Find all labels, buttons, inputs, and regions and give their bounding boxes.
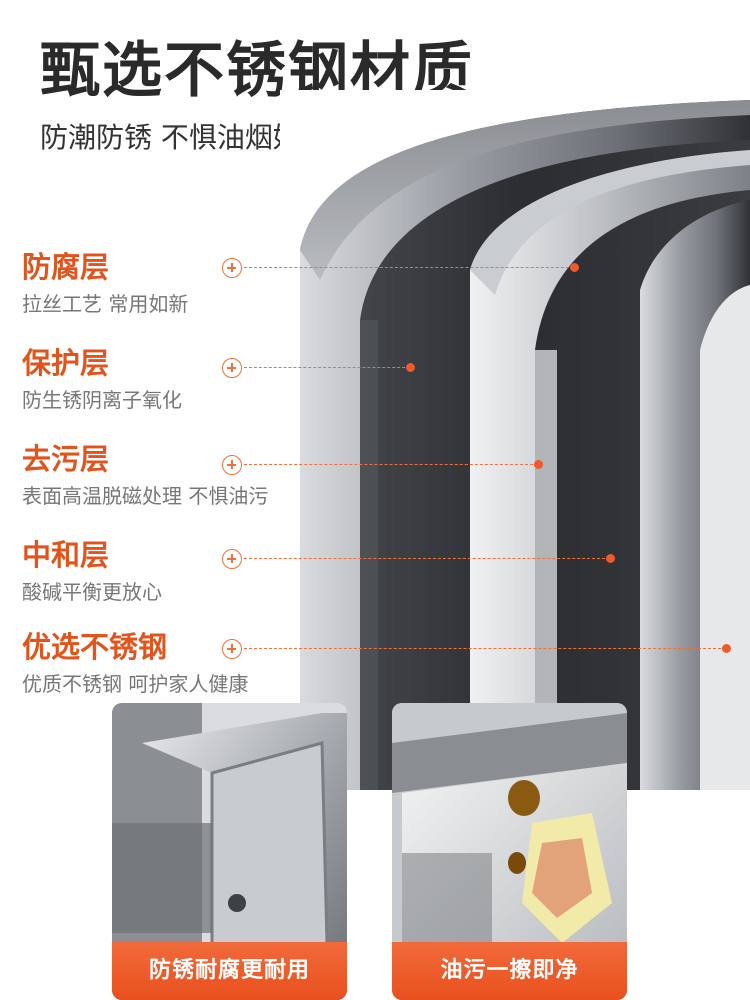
layer-anticorrosion: 防腐层 拉丝工艺 常用如新 bbox=[22, 250, 322, 317]
rust-resistant-photo: 防锈耐腐更耐用 bbox=[112, 703, 347, 1000]
leader-line bbox=[244, 648, 726, 649]
photo-caption: 防锈耐腐更耐用 bbox=[112, 942, 347, 1000]
leader-dot bbox=[534, 460, 543, 469]
layer-description: 酸碱平衡更放心 bbox=[22, 580, 162, 604]
leader-line bbox=[244, 367, 410, 368]
plus-circle-icon bbox=[222, 639, 242, 659]
plus-circle-icon bbox=[222, 258, 242, 278]
leader-dot bbox=[406, 363, 415, 372]
layer-title: 保护层 bbox=[22, 346, 110, 380]
layer-decontamination: 去污层 表面高温脱磁处理 不惧油污 bbox=[22, 442, 322, 509]
leader-line bbox=[244, 464, 538, 465]
layer-description: 拉丝工艺 常用如新 bbox=[22, 292, 189, 316]
plus-circle-icon bbox=[222, 549, 242, 569]
steel-layers-image bbox=[280, 90, 750, 790]
leader-dot bbox=[606, 554, 615, 563]
photo-caption: 油污一擦即净 bbox=[392, 942, 627, 1000]
leader-line bbox=[244, 558, 610, 559]
layer-title: 去污层 bbox=[22, 442, 110, 476]
layer-protection: 保护层 防生锈阴离子氧化 bbox=[22, 346, 322, 413]
leader-line bbox=[244, 267, 574, 268]
layer-description: 优质不锈钢 呵护家人健康 bbox=[22, 672, 249, 696]
layer-title: 中和层 bbox=[22, 538, 110, 572]
layer-title: 防腐层 bbox=[22, 250, 110, 284]
layer-description: 表面高温脱磁处理 不惧油污 bbox=[22, 484, 269, 508]
plus-circle-icon bbox=[222, 455, 242, 475]
leader-dot bbox=[570, 263, 579, 272]
plus-circle-icon bbox=[222, 358, 242, 378]
easy-clean-photo: 油污一擦即净 bbox=[392, 703, 627, 1000]
layer-title: 优选不锈钢 bbox=[22, 630, 168, 664]
leader-dot bbox=[722, 644, 731, 653]
layer-stainless-steel: 优选不锈钢 优质不锈钢 呵护家人健康 bbox=[22, 630, 322, 697]
layer-neutralization: 中和层 酸碱平衡更放心 bbox=[22, 538, 322, 605]
layer-description: 防生锈阴离子氧化 bbox=[22, 388, 182, 412]
